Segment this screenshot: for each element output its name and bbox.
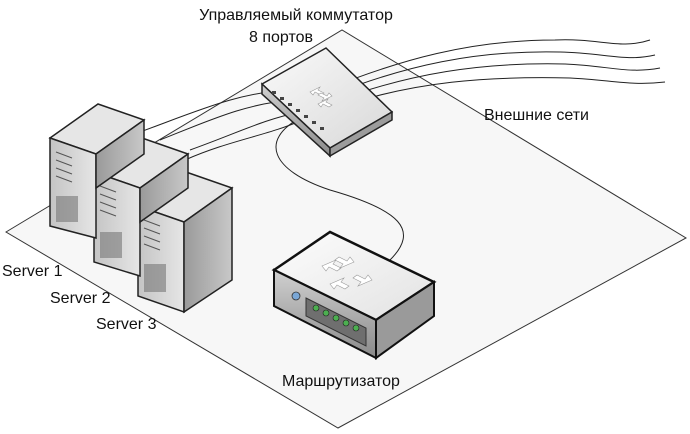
- server-3-label: Server 3: [96, 316, 157, 333]
- switch-label-line2: 8 портов: [249, 29, 313, 46]
- server-2-tower: [92, 137, 190, 278]
- network-switch-icon: [260, 47, 394, 158]
- server-2-label: Server 2: [50, 290, 111, 307]
- server-1-label: Server 1: [2, 263, 63, 280]
- router-icon: [271, 230, 437, 360]
- router-label: Маршрутизатор: [282, 373, 400, 390]
- server-3-tower: [136, 171, 234, 314]
- external-networks-label: Внешние сети: [484, 107, 589, 124]
- cables: [139, 39, 666, 261]
- floor-plane: [5, 29, 688, 429]
- switch-label-line1: Управляемый коммутатор: [199, 7, 393, 24]
- server-1-tower: [48, 103, 146, 239]
